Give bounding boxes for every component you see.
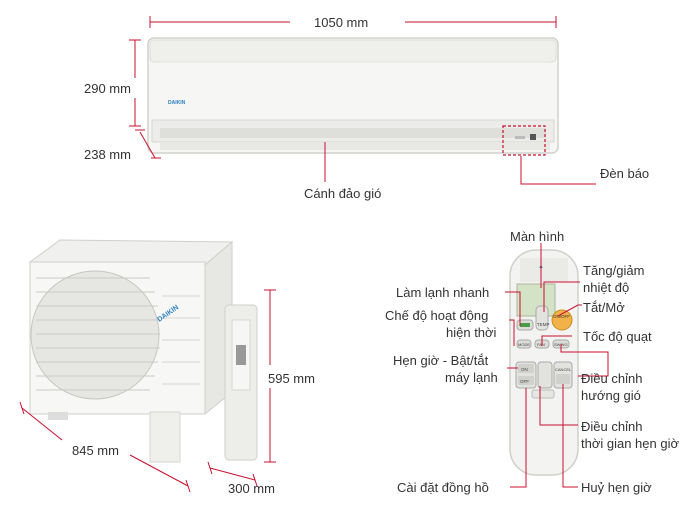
timer-off-button[interactable] xyxy=(518,376,534,385)
fast-cool-label: Làm lạnh nhanh xyxy=(396,285,490,300)
temp-button[interactable] xyxy=(535,305,549,331)
cancel-button[interactable] xyxy=(556,374,570,384)
indoor-width-dimension: 1050 mm xyxy=(314,15,369,30)
indoor-brand-logo: DAIKIN xyxy=(168,100,186,106)
fan-speed-label: Tốc độ quạt xyxy=(583,329,652,344)
indoor-dimension-lines xyxy=(129,16,557,159)
remote-screen-label: Màn hình xyxy=(510,229,565,244)
cancel-button-label: CANCEL xyxy=(555,367,572,372)
timer-on-button[interactable] xyxy=(518,364,534,373)
swing-label-line1: Điều chỉnh xyxy=(581,371,643,386)
indoor-depth-dimension: 238 mm xyxy=(84,147,131,162)
mode-button-label: MODE xyxy=(518,342,530,347)
outdoor-dimension-lines xyxy=(19,289,276,493)
adjust-time-label-line2: thời gian hẹn giờ xyxy=(581,436,680,451)
mode-label-line1: Chế độ hoạt động xyxy=(385,308,489,323)
outdoor-height-dimension: 595 mm xyxy=(268,371,315,386)
remote-pointers xyxy=(505,243,609,488)
timer-label-line1: Hẹn giờ - Bật/tắt xyxy=(393,353,489,368)
time-adjust-button[interactable] xyxy=(537,361,553,389)
outdoor-width-dimension: 845 mm xyxy=(72,443,119,458)
indoor-pointers xyxy=(324,142,596,185)
outdoor-unit: DAIKIN xyxy=(28,239,258,463)
adjust-time-label-line1: Điều chỉnh xyxy=(581,419,643,434)
onoff-button-label: ON/OFF xyxy=(553,314,570,319)
indoor-unit: DAIKIN xyxy=(147,37,559,156)
louver-label: Cánh đảo gió xyxy=(304,186,382,201)
indicator-highlight-box xyxy=(502,125,546,156)
mode-button[interactable] xyxy=(516,339,532,349)
timer-on-label: ON xyxy=(521,367,528,372)
swing-label-line2: hướng gió xyxy=(581,388,641,403)
fan-button-label: FAN xyxy=(537,342,545,347)
remote-control: ▲ TEMP ON/OFF MODE FAN SWING ON OFF CANC… xyxy=(509,249,579,476)
temp-button-label: TEMP xyxy=(537,322,550,327)
onoff-button[interactable] xyxy=(551,309,573,331)
temp-adjust-label-line2: nhiệt độ xyxy=(583,280,630,295)
clock-set-label: Cài đặt đồng hồ xyxy=(397,480,489,495)
indoor-height-dimension: 290 mm xyxy=(84,81,131,96)
temp-adjust-label-line1: Tăng/giảm xyxy=(583,263,645,278)
timer-label-line2: máy lạnh xyxy=(445,370,498,385)
power-label: Tắt/Mở xyxy=(583,300,625,315)
indicator-light-label: Đèn báo xyxy=(600,166,650,181)
outdoor-depth-dimension: 300 mm xyxy=(228,481,275,496)
mode-label-line2: hiện thời xyxy=(446,325,497,340)
timer-off-label: OFF xyxy=(520,379,529,384)
cancel-timer-label: Huỷ hẹn giờ xyxy=(581,480,652,495)
